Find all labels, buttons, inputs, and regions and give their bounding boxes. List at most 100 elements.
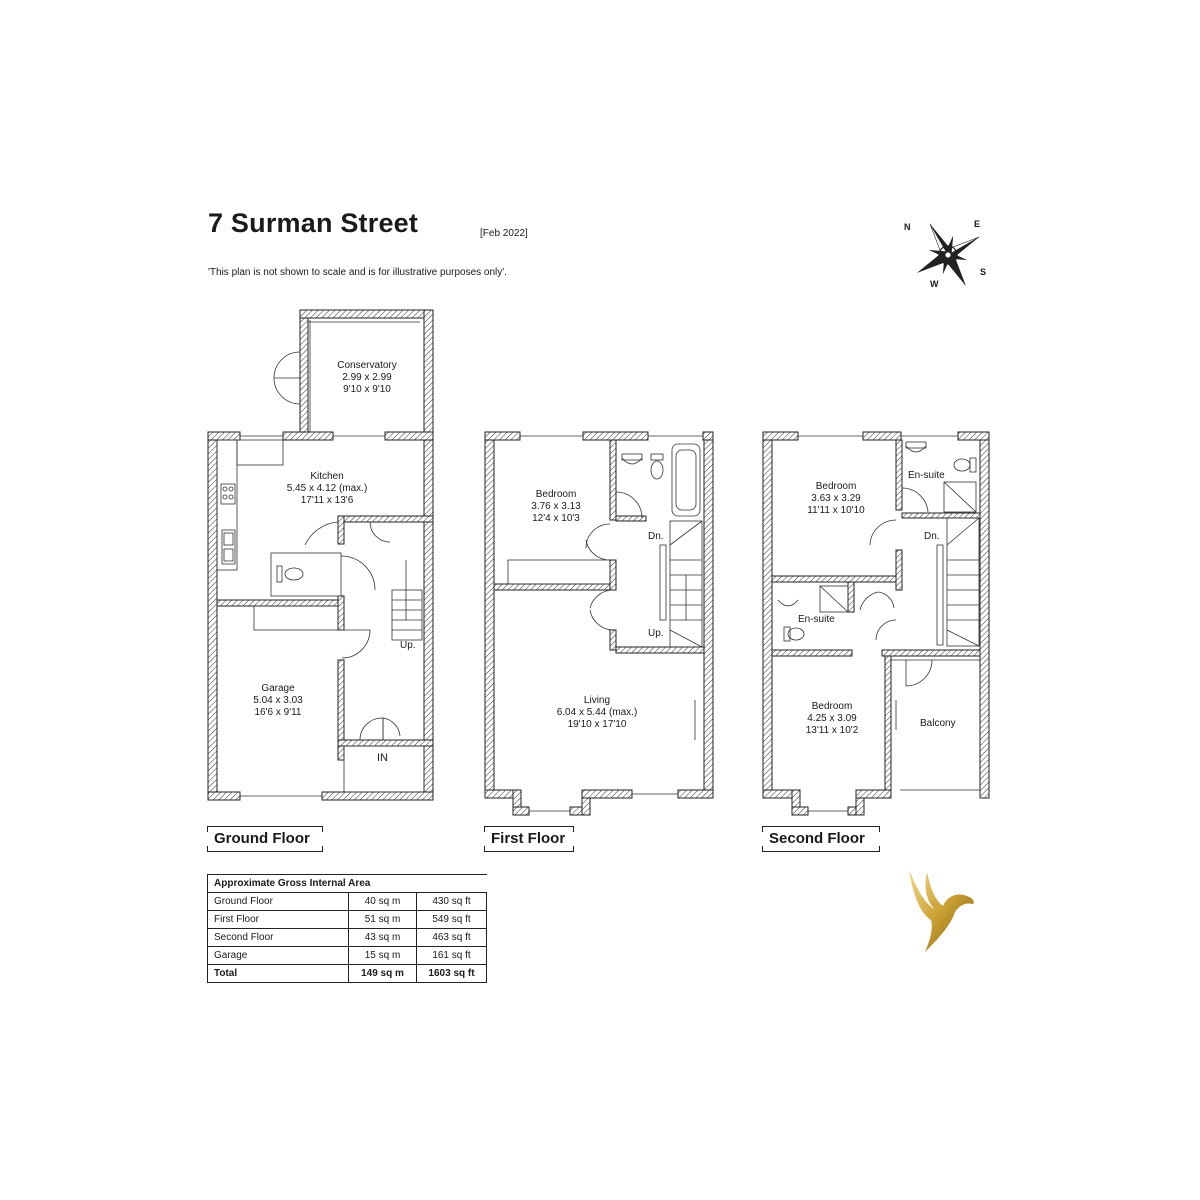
compass-s-label: S (980, 267, 987, 277)
row-sqm: 40 sq m (348, 892, 417, 911)
wall (791, 806, 809, 816)
wall (615, 646, 705, 654)
area-table: Approximate Gross Internal Area Ground F… (207, 874, 487, 983)
compass-w-label: W (930, 279, 939, 289)
room-garage: Garage 5.04 x 3.03 16'6 x 9'11 (253, 683, 302, 719)
disclaimer: 'This plan is not shown to scale and is … (208, 267, 507, 278)
wall (895, 549, 903, 591)
wall (337, 659, 345, 761)
room-size-imperial: 19'10 x 17'10 (567, 719, 627, 730)
room-name: Bedroom (535, 489, 577, 500)
wall (609, 629, 617, 651)
stair-up-label: Up. (400, 640, 416, 651)
room-bedroom-second-top: Bedroom 3.63 x 3.29 11'11 x 10'10 (807, 481, 864, 517)
room-size-metric: 3.63 x 3.29 (811, 493, 861, 504)
row-sqft: 1603 sq ft (416, 964, 487, 983)
row-sqft: 463 sq ft (416, 928, 487, 947)
wall (207, 791, 241, 801)
row-sqm: 43 sq m (348, 928, 417, 947)
room-conservatory: Conservatory 2.99 x 2.99 9'10 x 9'10 (337, 360, 396, 396)
stair-down-label: Dn. (648, 531, 664, 542)
wall (895, 439, 903, 511)
ground-floor-details (216, 320, 425, 797)
plan-date: [Feb 2022] (480, 228, 528, 239)
wall (881, 649, 981, 657)
table-row-total: Total 149 sq m 1603 sq ft (207, 964, 487, 983)
row-sqm: 149 sq m (348, 964, 417, 983)
room-name: Garage (261, 683, 295, 694)
room-size-imperial: 17'11 x 13'6 (300, 495, 354, 506)
room-size-imperial: 13'11 x 10'2 (805, 725, 859, 736)
row-sqft: 549 sq ft (416, 910, 487, 929)
room-size-metric: 5.45 x 4.12 (max.) (286, 483, 368, 494)
wall (384, 431, 434, 441)
stair-up-label: Up. (648, 628, 664, 639)
room-name: Kitchen (310, 471, 344, 482)
room-kitchen: Kitchen 5.45 x 4.12 (max.) 17'11 x 13'6 (287, 471, 368, 507)
ground-floor-label: Ground Floor (207, 826, 323, 852)
row-name: Ground Floor (207, 892, 349, 911)
wall (609, 439, 617, 521)
row-sqm: 51 sq m (348, 910, 417, 929)
room-name: Conservatory (337, 360, 397, 371)
wall (581, 789, 633, 799)
table-row: Garage 15 sq m 161 sq ft (207, 946, 487, 965)
wall (337, 515, 345, 545)
wall (901, 512, 981, 519)
second-floor-label-text: Second Floor (769, 830, 865, 847)
wall (762, 431, 773, 799)
table-row: Ground Floor 40 sq m 430 sq ft (207, 892, 487, 911)
room-ensuite-mid: En-suite (798, 614, 835, 625)
room-size-imperial: 16'6 x 9'11 (254, 707, 302, 718)
table-row: Second Floor 43 sq m 463 sq ft (207, 928, 487, 947)
room-size-metric: 6.04 x 5.44 (max.) (556, 707, 638, 718)
first-floor-label-text: First Floor (491, 830, 566, 847)
wall (862, 431, 902, 441)
wall (609, 559, 617, 591)
first-floor-label: First Floor (484, 826, 574, 852)
room-size-metric: 3.76 x 3.13 (531, 501, 581, 512)
room-name: Living (583, 695, 611, 706)
row-name: Total (207, 964, 349, 983)
room-size-metric: 4.25 x 3.09 (807, 713, 857, 724)
compass-icon: N E S W (898, 215, 998, 295)
wall (771, 649, 853, 657)
compass-e-label: E (974, 219, 981, 229)
wall (979, 431, 990, 799)
row-name: Garage (207, 946, 349, 965)
ground-floor-label-text: Ground Floor (214, 830, 310, 847)
wall (771, 575, 897, 583)
first-floor-plan (484, 431, 714, 816)
wall (484, 431, 521, 441)
room-size-imperial: 12'4 x 10'3 (532, 513, 580, 524)
plan-title: 7 Surman Street (208, 208, 419, 238)
wall (493, 583, 615, 591)
room-size-metric: 5.04 x 3.03 (253, 695, 303, 706)
wall (855, 789, 892, 799)
room-bedroom-first: Bedroom 3.76 x 3.13 12'4 x 10'3 (531, 489, 580, 525)
row-sqm: 15 sq m (348, 946, 417, 965)
wall (847, 581, 855, 613)
room-size-imperial: 9'10 x 9'10 (343, 384, 391, 395)
wall (321, 791, 434, 801)
wall (423, 309, 434, 801)
wall (216, 599, 343, 607)
wall (299, 309, 309, 438)
row-sqft: 430 sq ft (416, 892, 487, 911)
wall (884, 655, 892, 799)
room-name: Bedroom (815, 481, 857, 492)
ground-floor-plan (207, 309, 434, 801)
wall (484, 431, 495, 799)
room-bedroom-second-bottom: Bedroom 4.25 x 3.09 13'11 x 10'2 (806, 701, 859, 737)
room-size-imperial: 11'11 x 10'10 (807, 505, 865, 516)
wall (677, 789, 714, 799)
wall (703, 431, 714, 799)
dove-logo-icon (905, 866, 977, 956)
wall (337, 739, 434, 747)
row-name: Second Floor (207, 928, 349, 947)
wall (615, 515, 647, 522)
row-name: First Floor (207, 910, 349, 929)
wall (207, 431, 241, 441)
wall (337, 515, 434, 523)
